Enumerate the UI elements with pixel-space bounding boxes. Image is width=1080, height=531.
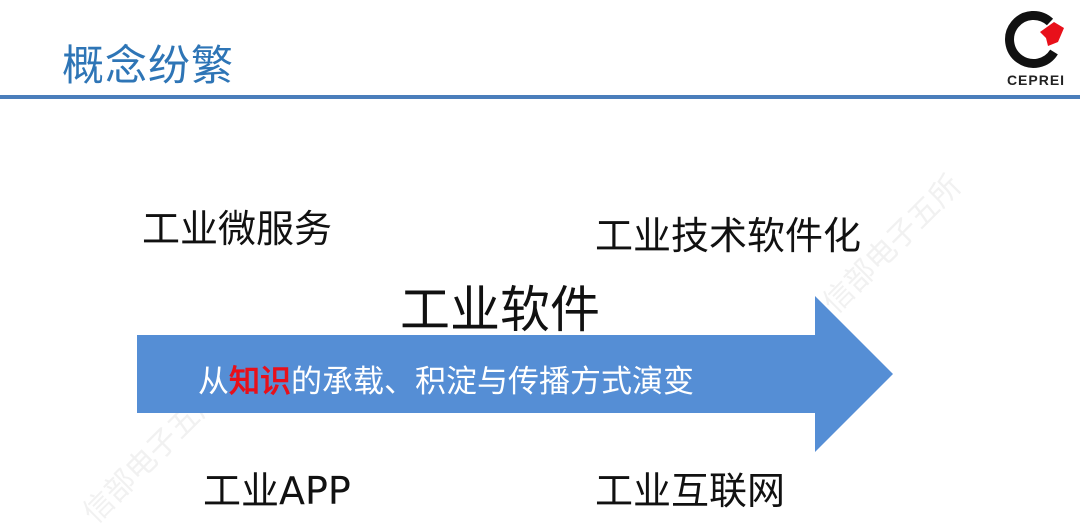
term-micro-services: 工业微服务 (142, 207, 333, 251)
arrow-caption: 从知识的承载、积淀与传播方式演变 (198, 356, 694, 401)
arrow-shape (137, 296, 893, 452)
term-industrial-app: 工业APP (203, 469, 351, 513)
arrow-text-suffix: 的承载、积淀与传播方式演变 (291, 364, 694, 400)
term-tech-softwarization: 工业技术软件化 (595, 214, 862, 258)
arrow-text-prefix: 从 (198, 364, 229, 400)
logo: CEPREI (1000, 8, 1072, 90)
logo-text: CEPREI (1006, 72, 1066, 88)
arrow-text-highlight: 知识 (229, 364, 291, 400)
header-divider (0, 95, 1080, 99)
term-industrial-internet: 工业互联网 (595, 469, 786, 513)
page-title: 概念纷繁 (62, 41, 235, 90)
term-industrial-software: 工业软件 (400, 281, 600, 339)
cepre-logo-icon (1005, 11, 1064, 68)
